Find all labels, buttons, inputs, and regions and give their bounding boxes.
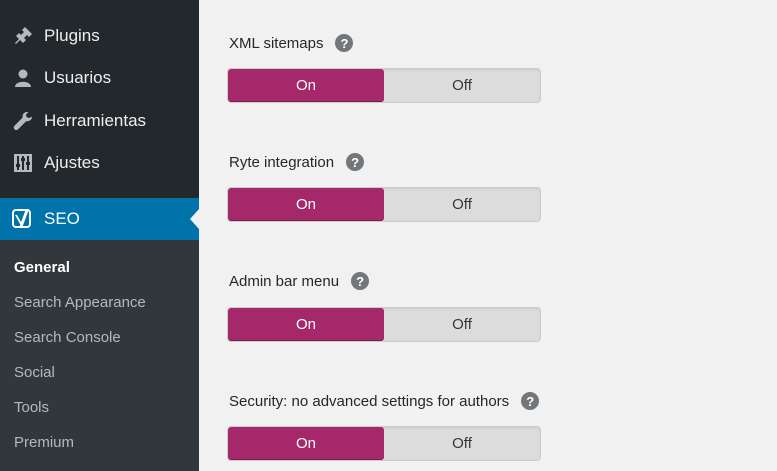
- plugin-icon: [0, 25, 44, 47]
- help-icon[interactable]: ?: [346, 153, 365, 171]
- submenu-item-premium[interactable]: Premium: [14, 434, 75, 451]
- sidebar-item-ajustes[interactable]: Ajustes: [0, 142, 199, 184]
- toggle-ryte-integration: On Off: [227, 187, 541, 222]
- submenu-item-search-appearance[interactable]: Search Appearance: [14, 294, 146, 311]
- submenu-item-tools[interactable]: Tools: [14, 399, 50, 416]
- setting-label: Ryte integration: [229, 153, 335, 171]
- setting-label: Security: no advanced settings for autho…: [229, 392, 510, 410]
- sidebar-item-label: Ajustes: [44, 153, 100, 172]
- toggle-off-button[interactable]: Off: [452, 316, 472, 333]
- sidebar-item-label: Herramientas: [44, 111, 147, 130]
- help-icon[interactable]: ?: [521, 392, 540, 410]
- wrench-icon: [0, 110, 44, 132]
- submenu-item-search-console[interactable]: Search Console: [14, 329, 121, 346]
- setting-title-admin-bar-menu: Admin bar menu ?: [229, 272, 370, 290]
- sidebar-item-label: Usuarios: [44, 68, 112, 87]
- user-icon: [0, 68, 44, 88]
- submenu-item-social[interactable]: Social: [14, 364, 55, 381]
- admin-sidebar: Plugins Usuarios Herramientas: [0, 0, 199, 471]
- help-icon[interactable]: ?: [351, 272, 370, 290]
- toggle-on-button[interactable]: On: [228, 427, 384, 460]
- submenu-item-general[interactable]: General: [14, 259, 70, 276]
- settings-sliders-icon: [0, 153, 44, 173]
- setting-label: Admin bar menu: [229, 272, 340, 290]
- sidebar-item-seo[interactable]: SEO: [0, 198, 199, 240]
- setting-title-ryte-integration: Ryte integration ?: [229, 153, 365, 171]
- sidebar-item-usuarios[interactable]: Usuarios: [0, 57, 199, 99]
- setting-label: XML sitemaps: [229, 34, 324, 52]
- toggle-off-button[interactable]: Off: [452, 77, 472, 94]
- sidebar-item-label: Plugins: [44, 26, 100, 45]
- setting-title-security: Security: no advanced settings for autho…: [229, 392, 540, 410]
- help-icon[interactable]: ?: [335, 34, 354, 52]
- sidebar-item-herramientas[interactable]: Herramientas: [0, 100, 199, 142]
- toggle-off-button[interactable]: Off: [452, 435, 472, 452]
- seo-submenu: General Search Appearance Search Console…: [0, 240, 199, 471]
- setting-title-xml-sitemaps: XML sitemaps ?: [229, 34, 354, 52]
- sidebar-item-label: SEO: [44, 209, 80, 228]
- yoast-icon: [0, 207, 44, 231]
- sidebar-item-plugins[interactable]: Plugins: [0, 15, 199, 57]
- toggle-on-button[interactable]: On: [228, 188, 384, 221]
- toggle-on-button[interactable]: On: [228, 69, 384, 102]
- toggle-on-button[interactable]: On: [228, 308, 384, 341]
- toggle-off-button[interactable]: Off: [452, 196, 472, 213]
- toggle-security: On Off: [227, 426, 541, 461]
- toggle-admin-bar-menu: On Off: [227, 307, 541, 342]
- toggle-xml-sitemaps: On Off: [227, 68, 541, 103]
